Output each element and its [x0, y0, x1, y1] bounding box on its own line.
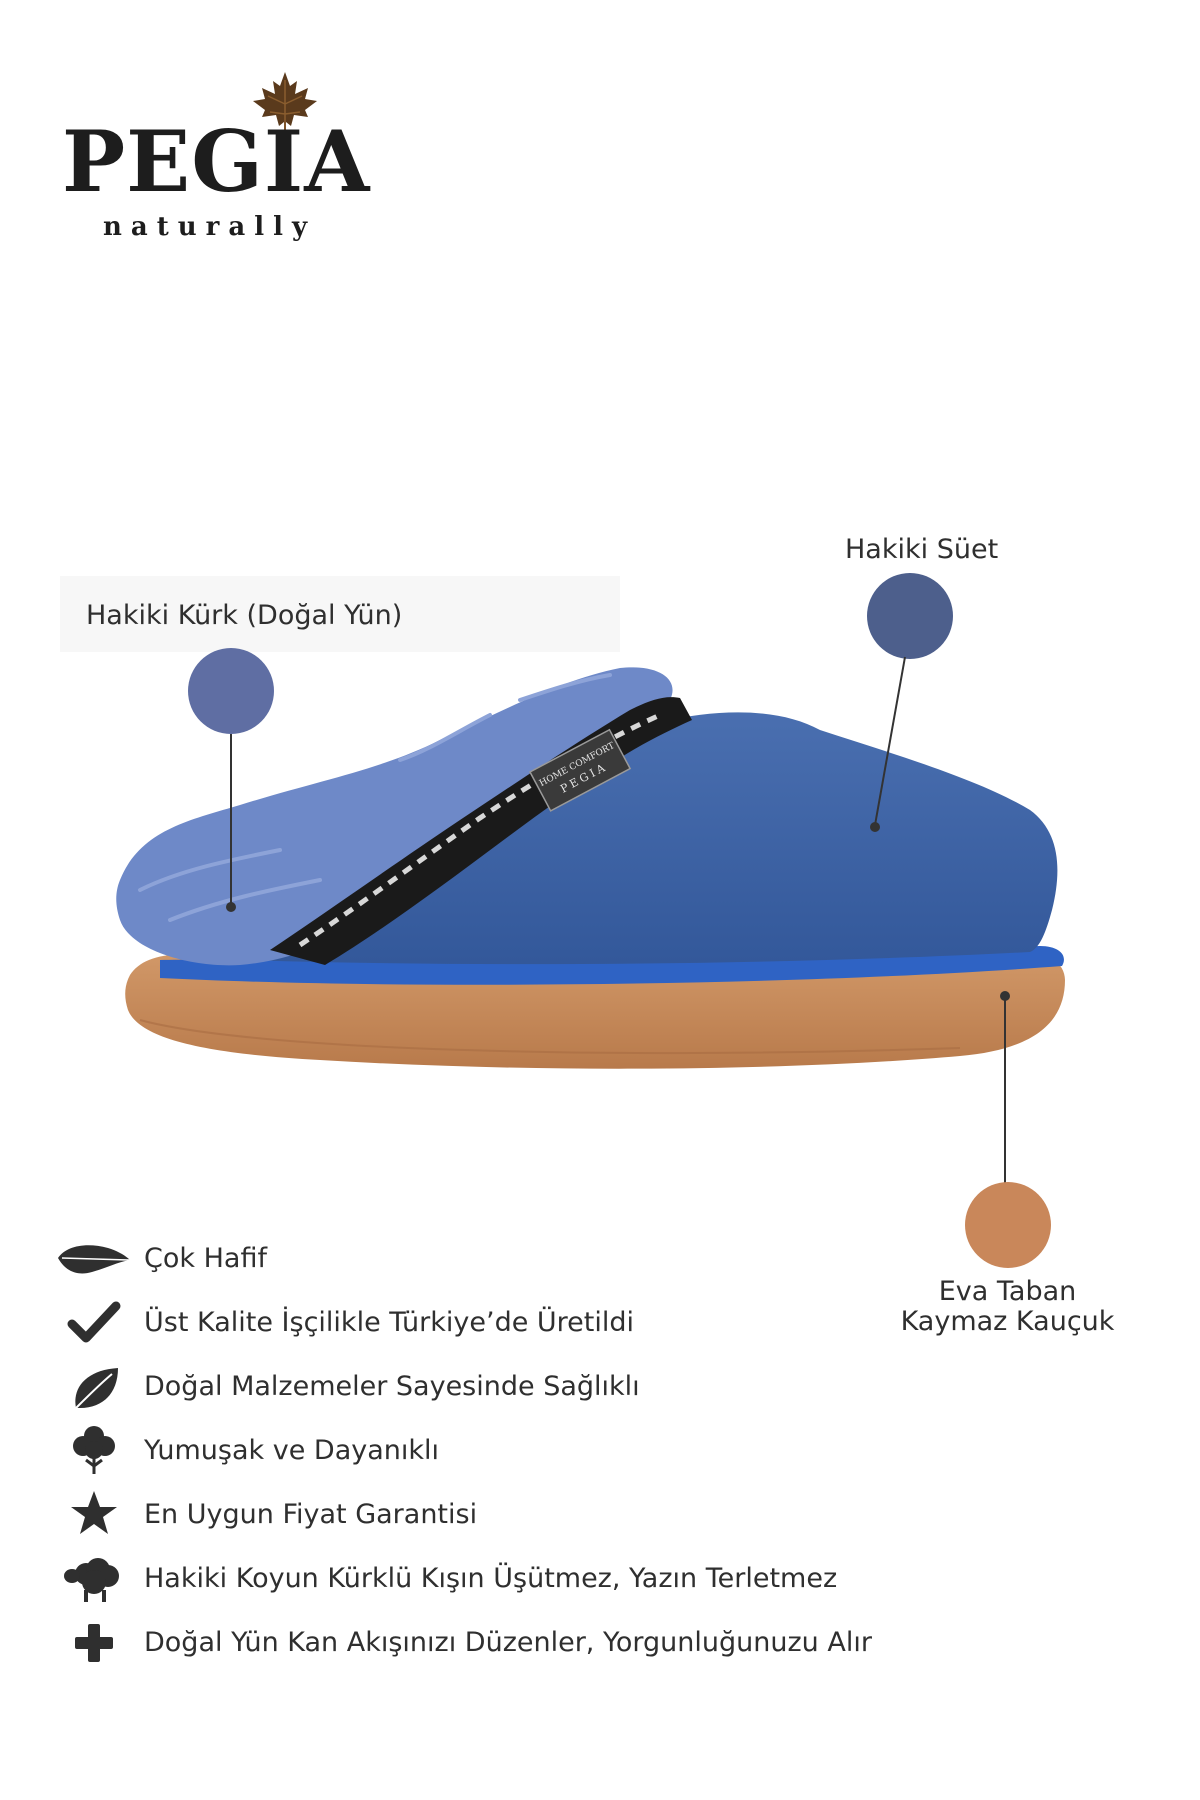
plus-icon — [75, 1624, 113, 1662]
fur-leader-dot — [226, 902, 236, 912]
sheep-icon — [64, 1558, 119, 1602]
cotton-flower-icon — [73, 1426, 115, 1474]
sole-label-line1: Eva Taban — [938, 1276, 1077, 1307]
suede-color-swatch — [867, 573, 953, 659]
feature-text: Doğal Malzemeler Sayesinde Sağlıklı — [144, 1371, 640, 1402]
sole-label-line2: Kaymaz Kauçuk — [900, 1306, 1115, 1337]
product-image: HOME COMFORT PEGIA — [116, 667, 1065, 1069]
feature-text: Üst Kalite İşçilikle Türkiye’de Üretildi — [144, 1307, 635, 1338]
fur-leader-line — [230, 734, 232, 906]
feature-text: Yumuşak ve Dayanıklı — [144, 1435, 440, 1466]
suede-label: Hakiki Süet — [845, 534, 999, 565]
feather-icon — [58, 1245, 131, 1274]
feature-text: Hakiki Koyun Kürklü Kışın Üşütmez, Yazın… — [144, 1563, 838, 1594]
suede-leader-line — [870, 656, 906, 832]
sole-leader-line — [1000, 991, 1010, 1185]
suede-upper — [240, 712, 1058, 965]
brand-tagline: naturally — [103, 212, 317, 242]
fur-label: Hakiki Kürk (Doğal Yün) — [86, 600, 403, 631]
sole-color-swatch — [965, 1182, 1051, 1268]
brand-name: PEGIA — [62, 112, 371, 211]
star-icon — [71, 1491, 117, 1534]
feature-text: Doğal Yün Kan Akışınızı Düzenler, Yorgun… — [144, 1627, 872, 1658]
checkmark-icon — [67, 1301, 121, 1343]
maple-leaf-icon — [253, 72, 317, 134]
leaf-icon — [75, 1368, 118, 1409]
fur-color-swatch — [188, 648, 274, 734]
fur-label-background — [60, 576, 620, 652]
feature-text: Çok Hafif — [144, 1243, 267, 1274]
fur-collar — [116, 667, 673, 966]
feature-text: En Uygun Fiyat Garantisi — [144, 1499, 478, 1530]
